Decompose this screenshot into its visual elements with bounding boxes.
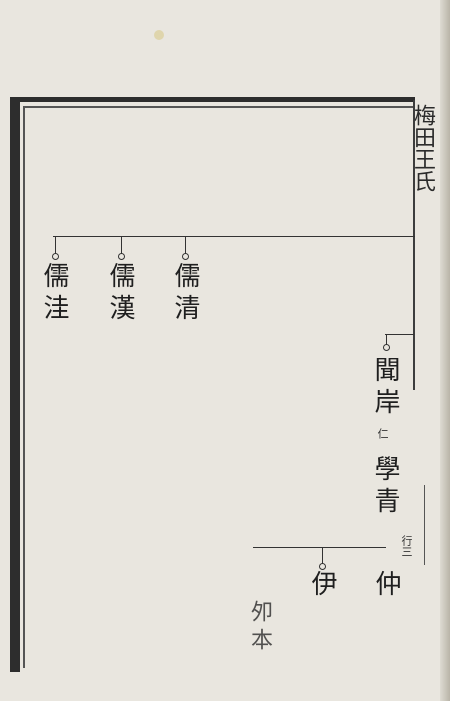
- branch-tick: [185, 236, 186, 256]
- frame-left-inner-border: [23, 108, 25, 668]
- node-dot: [52, 253, 59, 260]
- annotation: 行三: [400, 535, 413, 557]
- annotation: 仁: [376, 428, 389, 439]
- node-dot: [182, 253, 189, 260]
- person-name: 夘本: [247, 600, 272, 656]
- node-dot: [319, 563, 326, 570]
- person-name: 儒漢: [105, 262, 135, 326]
- frame-top-border: [10, 97, 415, 102]
- person-name: 學青: [370, 455, 400, 519]
- person-name: 仲: [371, 570, 401, 602]
- title-column-rule: [413, 100, 415, 390]
- branch-line: [53, 236, 415, 237]
- person-name: 聞岸: [370, 356, 400, 420]
- frame-left-border: [10, 97, 20, 672]
- branch-tick: [386, 334, 387, 346]
- book-title: 梅田王氏: [410, 104, 435, 192]
- branch-line: [253, 547, 386, 548]
- stain: [154, 30, 164, 40]
- branch-tick: [322, 547, 323, 565]
- branch-tick: [55, 236, 56, 256]
- person-name: 儒洼: [39, 262, 69, 326]
- node-dot: [118, 253, 125, 260]
- branch-line: [385, 334, 414, 335]
- branch-tick: [121, 236, 122, 256]
- node-dot: [383, 344, 390, 351]
- right-rule: [424, 485, 425, 565]
- person-name: 儒清: [170, 262, 200, 326]
- person-name: 伊: [307, 570, 337, 602]
- frame-top-inner-border: [23, 106, 413, 108]
- page-edge: [440, 0, 450, 701]
